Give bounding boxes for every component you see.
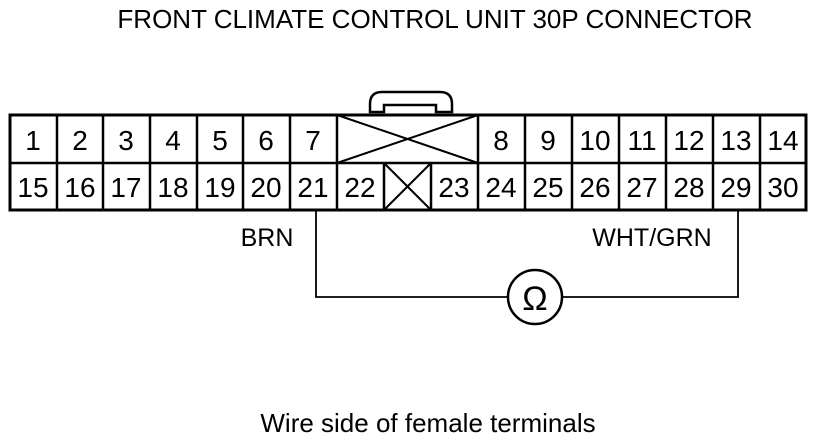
terminal-13: 13 — [720, 125, 751, 156]
probe-lead-left — [315, 210, 508, 298]
terminal-16: 16 — [64, 172, 95, 203]
terminal-25: 25 — [532, 172, 563, 203]
terminal-8: 8 — [493, 125, 509, 156]
ohm-symbol: Ω — [522, 280, 547, 318]
terminal-1: 1 — [25, 125, 41, 156]
terminal-5: 5 — [212, 125, 228, 156]
ohmmeter-circle — [506, 268, 564, 326]
terminal-4: 4 — [165, 125, 181, 156]
terminal-15: 15 — [17, 172, 48, 203]
terminal-24: 24 — [485, 172, 516, 203]
terminal-23: 23 — [438, 172, 469, 203]
terminal-7: 7 — [305, 125, 321, 156]
connector-lock-tab — [368, 90, 454, 114]
diagram-caption: Wire side of female terminals — [260, 408, 595, 438]
terminal-20: 20 — [250, 172, 281, 203]
empty-cavity-cross — [383, 162, 432, 211]
terminal-14: 14 — [767, 125, 798, 156]
diagram-title: FRONT CLIMATE CONTROL UNIT 30P CONNECTOR — [117, 4, 752, 34]
terminal-22: 22 — [344, 172, 375, 203]
empty-cavity-cross — [336, 114, 479, 164]
terminal-19: 19 — [204, 172, 235, 203]
terminal-6: 6 — [258, 125, 274, 156]
probe-lead-right — [562, 210, 739, 298]
terminal-11: 11 — [627, 125, 656, 156]
terminal-3: 3 — [118, 125, 134, 156]
terminal-26: 26 — [579, 172, 610, 203]
bottom-row: 15 16 17 18 19 20 21 22 23 24 25 26 27 2… — [17, 162, 799, 211]
top-row: 1 2 3 4 5 6 7 8 9 10 11 12 13 14 — [25, 114, 799, 164]
terminal-30: 30 — [767, 172, 798, 203]
terminal-10: 10 — [579, 125, 610, 156]
wire-label-left: BRN — [241, 224, 294, 252]
terminal-2: 2 — [72, 125, 88, 156]
terminal-29: 29 — [720, 172, 751, 203]
terminal-17: 17 — [110, 172, 141, 203]
terminal-27: 27 — [626, 172, 657, 203]
wire-label-right: WHT/GRN — [592, 224, 711, 252]
terminal-28: 28 — [673, 172, 704, 203]
terminal-12: 12 — [673, 125, 704, 156]
terminal-18: 18 — [157, 172, 188, 203]
terminal-21: 21 — [297, 172, 328, 203]
terminal-9: 9 — [540, 125, 556, 156]
